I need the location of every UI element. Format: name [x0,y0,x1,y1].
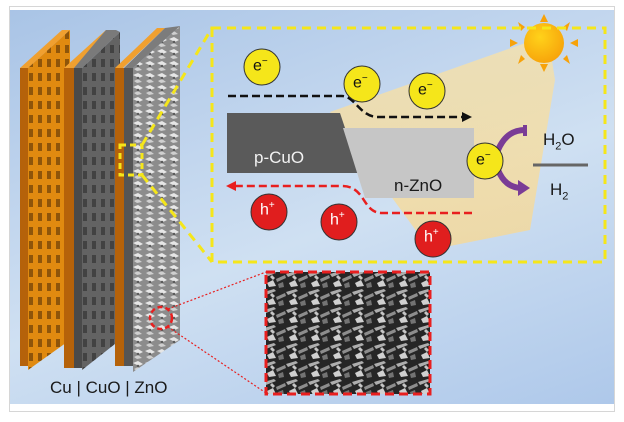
magnify-highlight [118,27,214,263]
purple-arrow-in [495,127,526,152]
purple-arrow-out [495,168,521,191]
zno-plate [115,26,180,372]
inset-frame [210,26,607,264]
sem-micrograph [264,270,432,396]
electron [343,65,381,103]
sem-highlight [148,271,267,394]
p-cuo-block [227,113,360,173]
electron-arrowhead [462,112,472,122]
layer-caption: Cu | CuO | ZnO [50,378,168,397]
hole-path [236,184,472,215]
electron [408,72,446,110]
hole [250,193,288,231]
n-zno-block [343,128,474,198]
reactant-label: H2O [543,130,575,153]
hole-arrowhead [226,181,236,191]
electron-label: e− [476,150,491,169]
n-zno-label: n-ZnO [394,176,443,195]
cuo-plate [64,30,120,370]
purple-arrowhead [518,180,530,196]
hole [414,220,452,258]
inset-diagram [210,14,607,264]
hole [320,203,358,241]
hole-label: h+ [424,227,439,246]
electron-label: e− [253,56,268,75]
electron-label: e− [353,73,368,92]
electron-path [228,94,462,119]
electron-label: e− [418,80,433,99]
cu-plate [20,30,70,370]
electron [243,48,281,86]
hole-label: h+ [330,210,345,229]
hole-label: h+ [260,200,275,219]
sem-frame [264,270,432,396]
p-cuo-label: p-CuO [254,148,305,167]
product-label: H2 [550,180,569,203]
electron [466,142,504,180]
purple-arrow-tail [523,125,527,136]
